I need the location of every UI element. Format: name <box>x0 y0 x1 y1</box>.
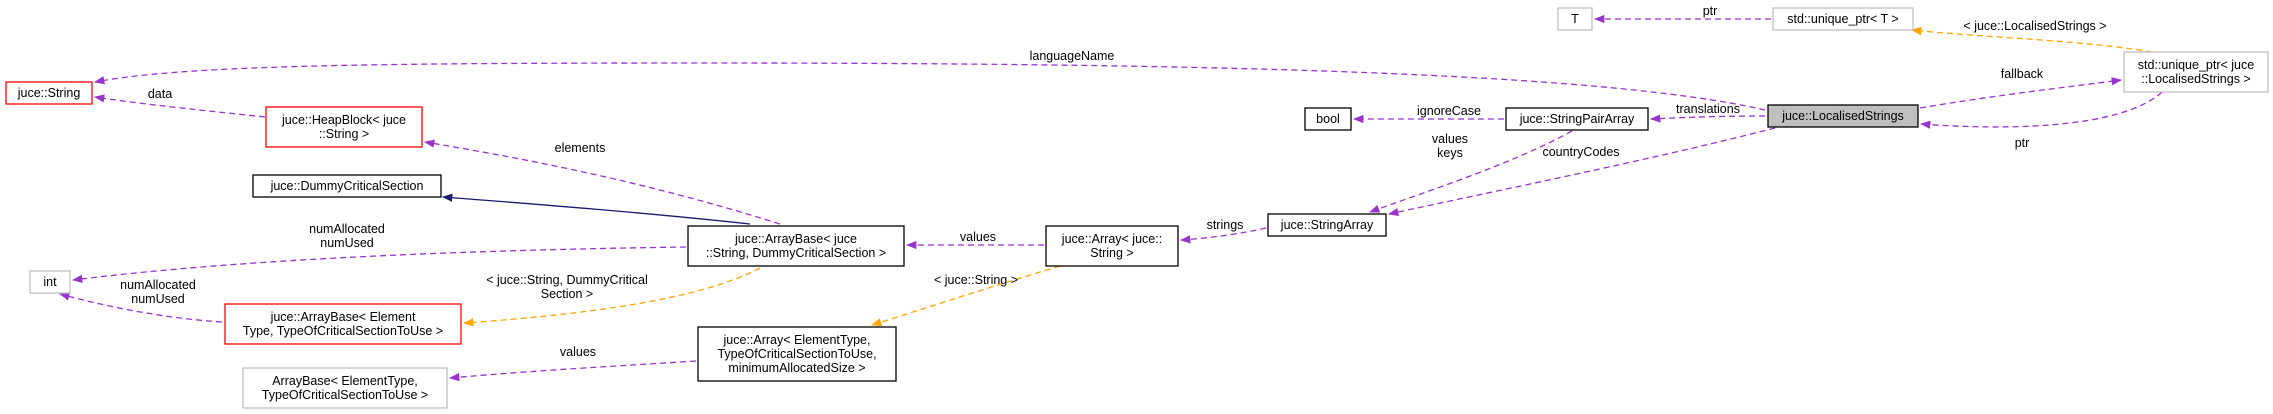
edge-label-template-string-dummy: < juce::String, DummyCritical <box>486 273 648 287</box>
node-label: juce::ArrayBase< juce <box>734 232 857 246</box>
edge-label-num-allocated-2: numAllocated <box>120 278 196 292</box>
edge-elements <box>423 139 781 225</box>
edge-country-codes <box>1387 127 1776 217</box>
node-array-template[interactable]: juce::Array< ElementType,TypeOfCriticalS… <box>697 326 897 382</box>
node-box <box>265 106 423 148</box>
edge-label-values-keys: values <box>1432 132 1468 146</box>
node-array-base-external[interactable]: ArrayBase< ElementType,TypeOfCriticalSec… <box>242 367 448 409</box>
edge-label-template-string-dummy: Section > <box>541 287 593 301</box>
edge-template-localised <box>1910 26 2153 53</box>
edge-values-external <box>448 360 697 382</box>
edge-ptr-self <box>1919 91 2163 129</box>
node-box <box>1557 7 1593 31</box>
node-array-base-string[interactable]: juce::ArrayBase< juce::String, DummyCrit… <box>687 225 905 267</box>
edge-label-num-allocated-1: numAllocated <box>309 222 385 236</box>
node-localised-strings[interactable]: juce::LocalisedStrings <box>1767 104 1919 128</box>
node-int[interactable]: int <box>29 270 71 294</box>
node-string-pair-array[interactable]: juce::StringPairArray <box>1505 107 1649 131</box>
node-label: juce::StringPairArray <box>1519 112 1635 126</box>
node-label: TypeOfCriticalSectionToUse > <box>262 388 428 402</box>
edge-label-template-string: < juce::String > <box>934 273 1018 287</box>
node-box <box>1767 104 1919 128</box>
edge-label-values-external: values <box>560 345 596 359</box>
node-box <box>29 270 71 294</box>
node-heap-block[interactable]: juce::HeapBlock< juce::String > <box>265 106 423 148</box>
edge-template-string <box>871 265 1061 327</box>
edge-label-ptr-self: ptr <box>2015 136 2030 150</box>
edge-label-template-localised: < juce::LocalisedStrings > <box>1963 19 2106 33</box>
edge-template-string-dummy <box>462 267 761 327</box>
edge-label-country-codes: countryCodes <box>1542 145 1619 159</box>
node-label: TypeOfCriticalSectionToUse, <box>717 347 876 361</box>
node-string-array[interactable]: juce::StringArray <box>1267 213 1387 237</box>
edge-label-strings: strings <box>1207 218 1244 232</box>
node-unique-ptr-localised[interactable]: std::unique_ptr< juce::LocalisedStrings … <box>2123 51 2269 93</box>
edge-label-num-allocated-2: numUsed <box>131 292 185 306</box>
node-string[interactable]: juce::String <box>5 81 93 105</box>
edge-label-fallback: fallback <box>2001 67 2044 81</box>
node-box <box>1267 213 1387 237</box>
node-label: juce::HeapBlock< juce <box>281 113 406 127</box>
node-label: juce::String <box>17 86 81 100</box>
node-label: std::unique_ptr< T > <box>1787 12 1898 26</box>
edge-label-data: data <box>148 87 172 101</box>
node-box <box>2123 51 2269 93</box>
node-label: juce::StringArray <box>1280 218 1374 232</box>
edge-label-language-name: languageName <box>1030 49 1115 63</box>
node-label: juce::Array< ElementType, <box>723 333 871 347</box>
node-label: ::String > <box>319 127 369 141</box>
node-t[interactable]: T <box>1557 7 1593 31</box>
edge-label-elements: elements <box>555 141 606 155</box>
edge-strings <box>1179 227 1267 244</box>
edge-label-ignore-case: ignoreCase <box>1417 104 1481 118</box>
node-label: ArrayBase< ElementType, <box>272 374 418 388</box>
edge-label-values-keys: keys <box>1437 146 1463 160</box>
node-label: juce::DummyCriticalSection <box>270 179 424 193</box>
node-label: std::unique_ptr< juce <box>2138 58 2254 72</box>
node-box <box>242 367 448 409</box>
node-label: int <box>43 275 57 289</box>
node-array-base-template[interactable]: juce::ArrayBase< ElementType, TypeOfCrit… <box>224 303 462 345</box>
node-box <box>697 326 897 382</box>
edge-fallback <box>1919 77 2123 109</box>
node-label: bool <box>1316 112 1340 126</box>
node-unique-ptr-t[interactable]: std::unique_ptr< T > <box>1772 7 1914 31</box>
edge-label-ptr-t: ptr <box>1703 4 1718 18</box>
edge-data <box>93 94 266 118</box>
edge-label-num-allocated-1: numUsed <box>320 236 374 250</box>
edge-inherits <box>441 193 751 225</box>
node-label: Type, TypeOfCriticalSectionToUse > <box>243 324 443 338</box>
node-label: minimumAllocatedSize > <box>728 361 865 375</box>
edge-language-name <box>93 62 1766 111</box>
node-box <box>1505 107 1649 131</box>
node-box <box>1772 7 1914 31</box>
node-box <box>5 81 93 105</box>
edge-label-values-array: values <box>960 230 996 244</box>
edge-label-translations: translations <box>1676 102 1740 116</box>
edge-translations <box>1649 114 1766 123</box>
node-box <box>1045 225 1179 267</box>
edge-num-allocated-2 <box>58 292 223 323</box>
node-box <box>252 174 442 198</box>
node-label: juce::LocalisedStrings <box>1781 109 1904 123</box>
node-array-string[interactable]: juce::Array< juce::String > <box>1045 225 1179 267</box>
node-box <box>1304 107 1352 131</box>
node-label: ::String, DummyCriticalSection > <box>706 246 886 260</box>
node-label: String > <box>1090 246 1133 260</box>
node-label: juce::ArrayBase< Element <box>270 310 416 324</box>
node-label: juce::Array< juce:: <box>1061 232 1162 246</box>
node-bool[interactable]: bool <box>1304 107 1352 131</box>
node-box <box>224 303 462 345</box>
node-dummy-critical-section[interactable]: juce::DummyCriticalSection <box>252 174 442 198</box>
edge-values-keys <box>1369 130 1573 213</box>
node-label: T <box>1571 12 1579 26</box>
node-box <box>687 225 905 267</box>
node-label: ::LocalisedStrings > <box>2141 72 2250 86</box>
